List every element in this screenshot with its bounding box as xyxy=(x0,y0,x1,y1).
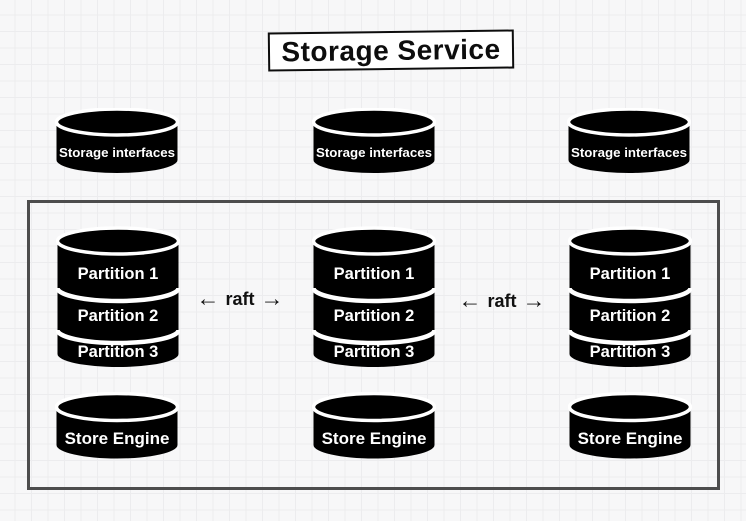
diagram-title-label: Storage Service xyxy=(281,33,501,67)
right-arrow-icon: → xyxy=(260,284,284,311)
partition-label: Partition 3 xyxy=(590,343,671,361)
raft-label: raft xyxy=(487,291,517,311)
raft-link-1: ← raft → xyxy=(185,284,295,314)
raft-link-2: ← raft → xyxy=(447,286,557,316)
partition-label: Partition 2 xyxy=(78,307,159,325)
storage-interfaces-node-3: Storage interfaces xyxy=(567,108,691,176)
store-engine-node-1: Store Engine xyxy=(55,392,179,462)
cylinder-label: Store Engine xyxy=(578,429,683,448)
storage-interfaces-node-2: Storage interfaces xyxy=(312,108,436,176)
cylinder-label: Storage interfaces xyxy=(571,145,687,160)
database-stack-icon: Partition 1 Partition 2 Partition 3 xyxy=(312,226,436,367)
left-arrow-icon: ← xyxy=(196,284,220,311)
cluster-boundary xyxy=(27,200,720,490)
database-cylinder-icon: Store Engine xyxy=(55,392,179,459)
cylinder-label: Store Engine xyxy=(65,429,170,448)
partition-label: Partition 1 xyxy=(590,265,671,283)
database-cylinder-icon: Storage interfaces xyxy=(55,108,179,173)
left-arrow-icon: ← xyxy=(458,286,482,313)
database-stack-icon: Partition 1 Partition 2 Partition 3 xyxy=(56,226,180,367)
raft-label: raft xyxy=(225,289,255,309)
partition-label: Partition 2 xyxy=(334,307,415,325)
cylinder-label: Storage interfaces xyxy=(59,145,175,160)
diagram-title-box: Storage Service xyxy=(267,29,515,72)
database-cylinder-icon: Storage interfaces xyxy=(312,108,436,173)
partition-label: Partition 2 xyxy=(590,307,671,325)
store-engine-node-2: Store Engine xyxy=(312,392,436,462)
cylinder-label: Store Engine xyxy=(322,429,427,448)
partition-label: Partition 3 xyxy=(334,343,415,361)
database-cylinder-icon: Store Engine xyxy=(312,392,436,459)
partition-stack-1: Partition 1 Partition 2 Partition 3 xyxy=(56,226,180,368)
database-cylinder-icon: Store Engine xyxy=(568,392,692,459)
store-engine-node-3: Store Engine xyxy=(568,392,692,462)
storage-interfaces-node-1: Storage interfaces xyxy=(55,108,179,176)
database-stack-icon: Partition 1 Partition 2 Partition 3 xyxy=(568,226,692,367)
cylinder-label: Storage interfaces xyxy=(316,145,432,160)
partition-label: Partition 1 xyxy=(78,265,159,283)
partition-stack-3: Partition 1 Partition 2 Partition 3 xyxy=(568,226,692,368)
partition-stack-2: Partition 1 Partition 2 Partition 3 xyxy=(312,226,436,368)
right-arrow-icon: → xyxy=(522,286,546,313)
partition-label: Partition 3 xyxy=(78,343,159,361)
partition-label: Partition 1 xyxy=(334,265,415,283)
database-cylinder-icon: Storage interfaces xyxy=(567,108,691,173)
